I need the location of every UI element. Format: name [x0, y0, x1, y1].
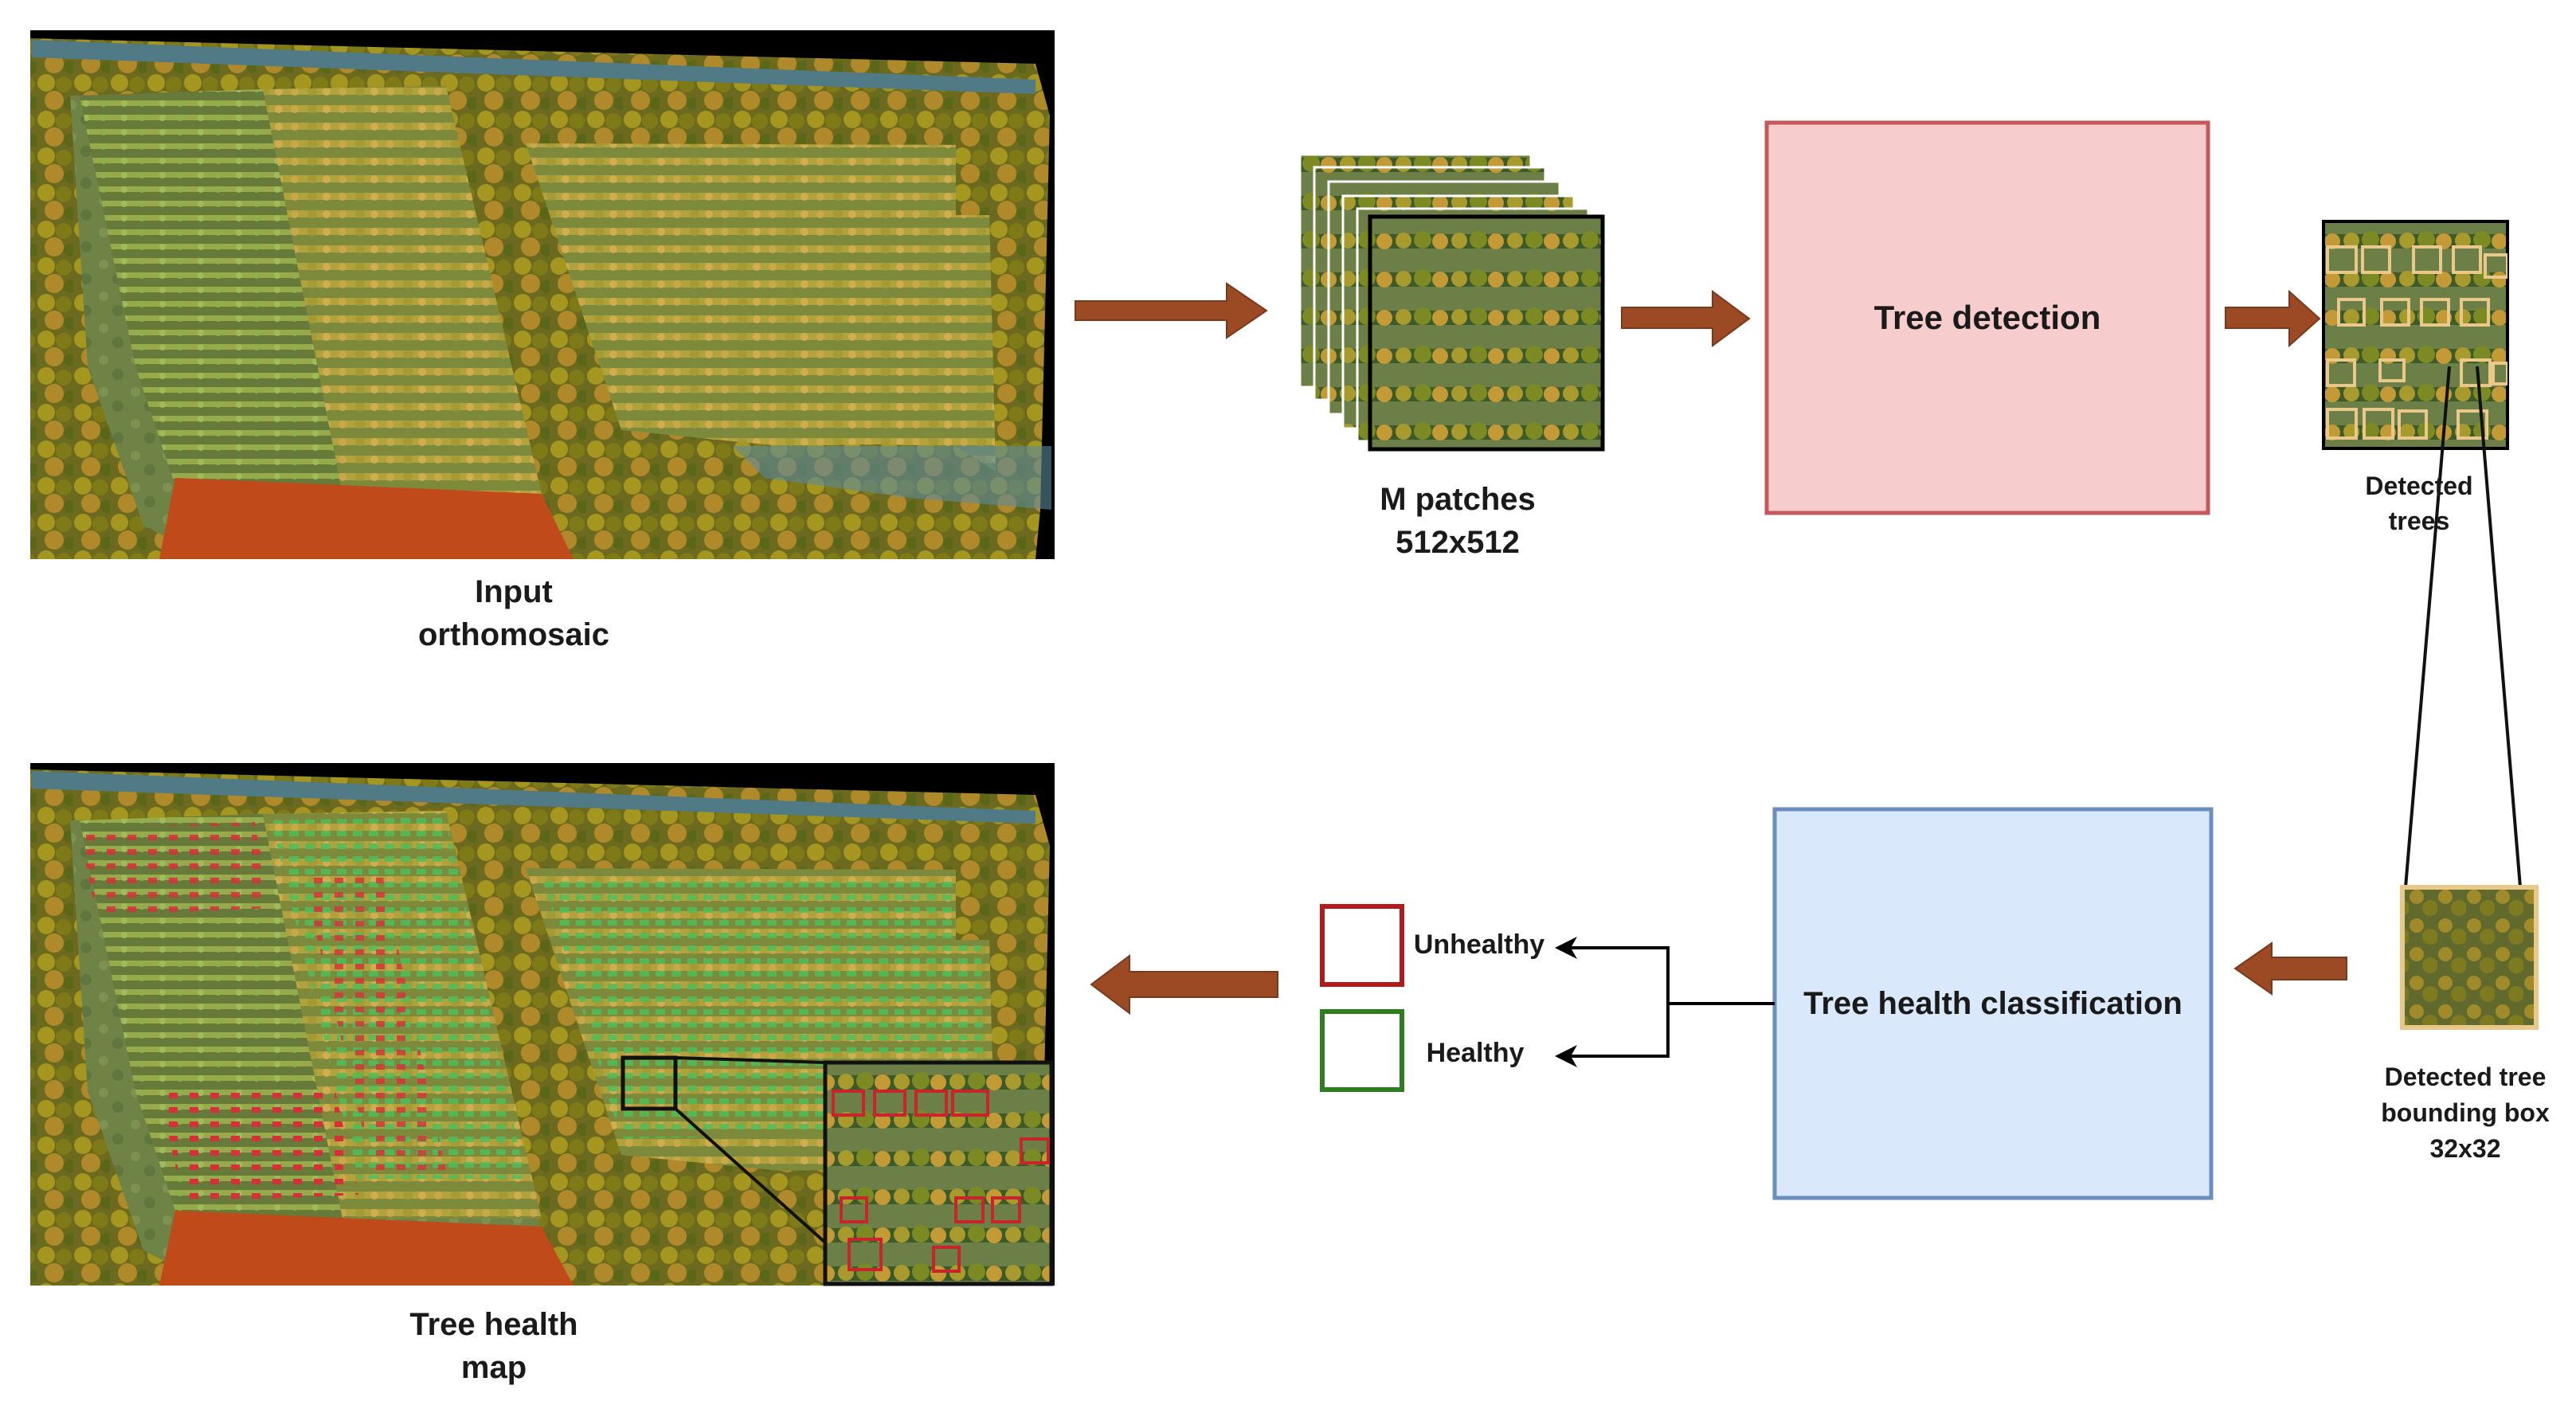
- detected-tree-crop: [2400, 885, 2539, 1030]
- tree-health-map-image: [30, 763, 1055, 1286]
- zoom-line-left: [2404, 366, 2451, 888]
- inset-unhealthy-boxes: [832, 1090, 1050, 1273]
- zoom-inset-patch: [823, 1060, 1054, 1286]
- arrow-detection-to-detected: [2225, 289, 2321, 348]
- detected-box-label: Detected tree bounding box 32x32: [2350, 1059, 2576, 1167]
- input-orthomosaic-image: [30, 30, 1055, 559]
- detected-tree-bboxes: [2326, 245, 2507, 440]
- healthy-legend-square: [1320, 1009, 1404, 1092]
- tree-health-map-line-1: Tree health: [409, 1307, 578, 1342]
- detected-box-line-3: 32x32: [2429, 1134, 2501, 1163]
- m-patches-line-1: M patches: [1380, 482, 1536, 517]
- arrowhead-healthy: [1555, 1045, 1577, 1067]
- detected-trees-line-1: Detected: [2365, 472, 2473, 500]
- tree-health-classification-box: [1772, 807, 2214, 1200]
- tree-detection-label: Tree detection: [1873, 299, 2101, 336]
- health-map-zoom-inset: [621, 1055, 1054, 1286]
- arrowhead-unhealthy: [1555, 937, 1577, 959]
- classification-connector: [1566, 946, 1775, 1058]
- input-orthomosaic-label: Input orthomosaic: [366, 570, 661, 656]
- front-patch: [1368, 214, 1605, 452]
- detected-box-line-2: bounding box: [2381, 1098, 2550, 1127]
- detected-trees-line-2: trees: [2388, 507, 2450, 535]
- m-patches-line-2: 512x512: [1396, 525, 1520, 560]
- zoom-line-right: [2476, 366, 2522, 888]
- detected-trees-image: [2322, 220, 2509, 450]
- detected-trees-label: Detected trees: [2327, 468, 2511, 538]
- tree-health-map-line-2: map: [460, 1350, 527, 1385]
- input-orthomosaic-line-1: Input: [475, 574, 553, 609]
- unhealthy-legend-square: [1320, 904, 1404, 987]
- arrow-legend-to-map: [1090, 954, 1278, 1015]
- zoom-connector-line: [674, 1107, 827, 1244]
- unhealthy-label: Unhealthy: [1413, 929, 1545, 960]
- tree-detection-box: [1764, 120, 2210, 515]
- detected-box-line-1: Detected tree: [2384, 1063, 2547, 1091]
- healthy-label: Healthy: [1426, 1038, 1525, 1068]
- input-orthomosaic-line-2: orthomosaic: [417, 617, 610, 652]
- arrow-crop-to-classification: [2233, 941, 2347, 996]
- m-patches-stack: [1298, 153, 1605, 452]
- arrow-input-to-patches: [1075, 282, 1268, 339]
- tree-health-map-label: Tree health map: [350, 1303, 637, 1389]
- tree-health-classification-label: Tree health classification: [1803, 985, 2183, 1021]
- arrow-patches-to-detection: [1621, 290, 1751, 347]
- m-patches-label: M patches 512x512: [1322, 478, 1593, 564]
- zoom-source-box: [621, 1055, 678, 1111]
